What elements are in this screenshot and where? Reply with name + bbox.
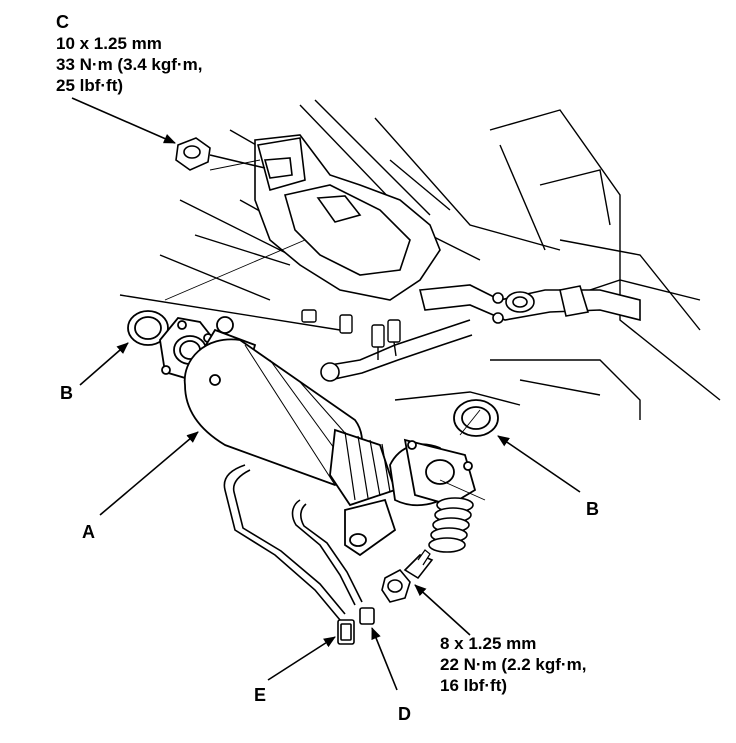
label-a: A (82, 522, 95, 542)
torque-spec-bolt-line2: 22 N·m (2.2 kgf·m, (440, 655, 587, 674)
spring (428, 497, 474, 553)
label-e: E (254, 685, 267, 705)
torque-spec-c-line2: 33 N·m (3.4 kgf·m, (56, 55, 203, 74)
catalytic-converter (159, 316, 477, 557)
exhaust-pipe-rear (320, 284, 641, 382)
heat-shield (254, 134, 441, 301)
connectors-upper (301, 309, 401, 360)
label-b-left: B (60, 383, 73, 403)
sensor-harness-d (291, 499, 375, 625)
leader-lines (71, 97, 581, 691)
gasket-b-left (127, 310, 169, 346)
sensor-harness-e (223, 464, 355, 645)
underbody-frame (119, 99, 721, 420)
label-c: C (56, 12, 69, 32)
torque-spec-c-line3: 25 lbf·ft) (56, 76, 124, 95)
torque-spec-bolt-line1: 8 x 1.25 mm (440, 634, 537, 653)
torque-spec-c-line1: 10 x 1.25 mm (56, 34, 162, 53)
nut-c (175, 137, 266, 171)
reference-lines (164, 159, 486, 501)
label-b-right: B (586, 499, 599, 519)
gasket-b-right (453, 399, 499, 437)
flange-bolt (381, 549, 434, 603)
label-d: D (398, 704, 411, 724)
torque-spec-bolt-line3: 16 lbf·ft) (440, 676, 508, 695)
